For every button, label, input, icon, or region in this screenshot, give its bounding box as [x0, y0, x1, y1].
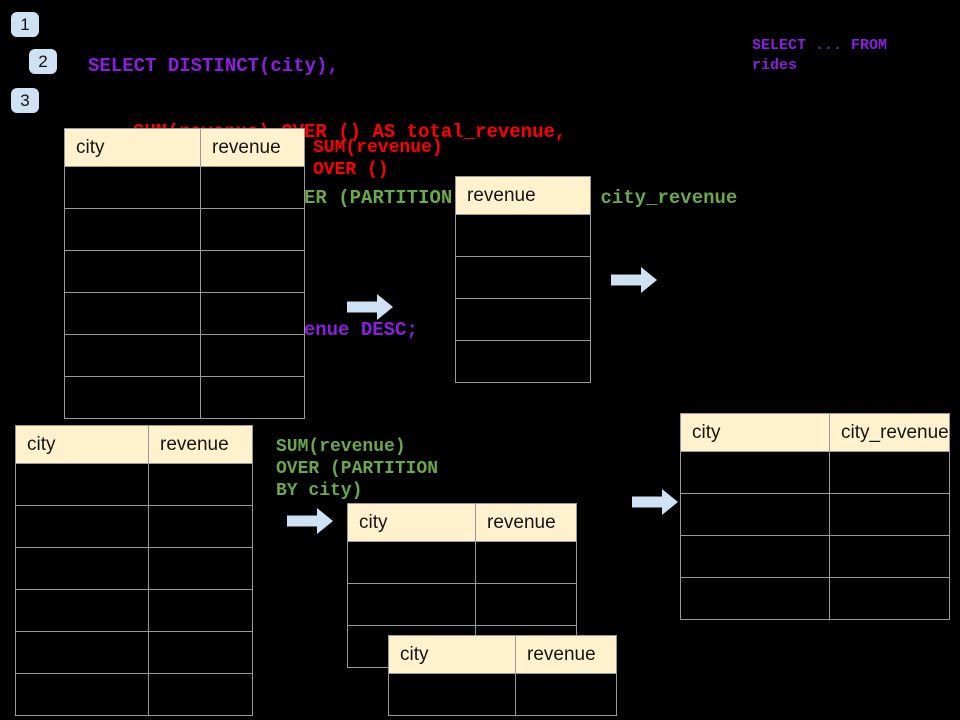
- table-row: [64, 250, 305, 293]
- empty-cell: [680, 577, 830, 620]
- empty-cell: [64, 334, 201, 377]
- table-row: [64, 166, 305, 209]
- empty-cell: [64, 166, 201, 209]
- empty-cell: [148, 463, 253, 506]
- table-row: [455, 340, 591, 383]
- empty-cell: [64, 376, 201, 419]
- empty-cell: [15, 673, 149, 716]
- window-total-label: SUM(revenue) OVER (): [313, 138, 443, 180]
- header-row: revenue: [455, 176, 591, 215]
- table-row: [15, 547, 253, 590]
- table-row: [680, 577, 950, 620]
- column-header: city: [64, 128, 201, 167]
- column-header: revenue: [475, 503, 577, 542]
- window-partition-label: SUM(revenue) OVER (PARTITION BY city): [276, 437, 439, 501]
- arrow-right-icon: [287, 508, 333, 534]
- empty-cell: [200, 376, 305, 419]
- table-row: [455, 214, 591, 257]
- empty-cell: [15, 463, 149, 506]
- empty-cell: [200, 334, 305, 377]
- empty-cell: [15, 547, 149, 590]
- table-row: [15, 505, 253, 548]
- table-row: [15, 673, 253, 716]
- empty-cell: [15, 631, 149, 674]
- empty-cell: [148, 673, 253, 716]
- empty-cell: [475, 583, 577, 626]
- arrow-right-icon: [347, 294, 393, 320]
- column-header: revenue: [455, 176, 591, 215]
- empty-cell: [200, 208, 305, 251]
- empty-cell: [455, 298, 591, 341]
- empty-cell: [347, 541, 476, 584]
- empty-cell: [680, 451, 830, 494]
- empty-cell: [64, 208, 201, 251]
- empty-cell: [200, 166, 305, 209]
- empty-cell: [455, 214, 591, 257]
- column-header: city: [680, 413, 830, 452]
- column-header: city: [15, 425, 149, 464]
- column-header: revenue: [148, 425, 253, 464]
- empty-cell: [829, 535, 950, 578]
- empty-cell: [200, 250, 305, 293]
- table-row: [680, 451, 950, 494]
- empty-cell: [148, 589, 253, 632]
- column-header: revenue: [200, 128, 305, 167]
- empty-cell: [347, 583, 476, 626]
- empty-cell: [15, 505, 149, 548]
- table-row: [64, 334, 305, 377]
- sql-line-select: SELECT DISTINCT(city),: [88, 55, 339, 77]
- empty-cell: [829, 577, 950, 620]
- arrow-right-icon: [611, 267, 657, 293]
- empty-cell: [64, 250, 201, 293]
- step-badge-2: 2: [29, 49, 57, 74]
- select-from-note: SELECT ... FROM rides: [752, 37, 888, 74]
- table-row: [64, 208, 305, 251]
- empty-cell: [680, 535, 830, 578]
- empty-cell: [64, 292, 201, 335]
- empty-cell: [200, 292, 305, 335]
- empty-cell: [515, 673, 617, 716]
- table-row: [347, 583, 577, 626]
- table-row: [680, 493, 950, 536]
- empty-cell: [148, 505, 253, 548]
- table-row: [15, 631, 253, 674]
- empty-cell: [148, 631, 253, 674]
- table-row: [15, 589, 253, 632]
- column-header: city_revenue: [829, 413, 950, 452]
- arrow-right-icon: [632, 489, 678, 515]
- column-header: revenue: [515, 635, 617, 674]
- step-badge-1: 1: [11, 12, 39, 37]
- step-badge-3: 3: [11, 88, 39, 113]
- table-row: [680, 535, 950, 578]
- table-row: [64, 376, 305, 419]
- empty-cell: [148, 547, 253, 590]
- table-row: [455, 298, 591, 341]
- table-row: [64, 292, 305, 335]
- table-row: [347, 541, 577, 584]
- empty-cell: [455, 256, 591, 299]
- column-header: city: [388, 635, 516, 674]
- empty-cell: [829, 451, 950, 494]
- empty-cell: [15, 589, 149, 632]
- empty-cell: [829, 493, 950, 536]
- empty-cell: [680, 493, 830, 536]
- total-revenue-table: revenue: [455, 176, 591, 383]
- table-row: [15, 463, 253, 506]
- table-row: [388, 673, 617, 716]
- column-header: city: [347, 503, 476, 542]
- empty-cell: [388, 673, 516, 716]
- table-row: [455, 256, 591, 299]
- empty-cell: [455, 340, 591, 383]
- empty-cell: [475, 541, 577, 584]
